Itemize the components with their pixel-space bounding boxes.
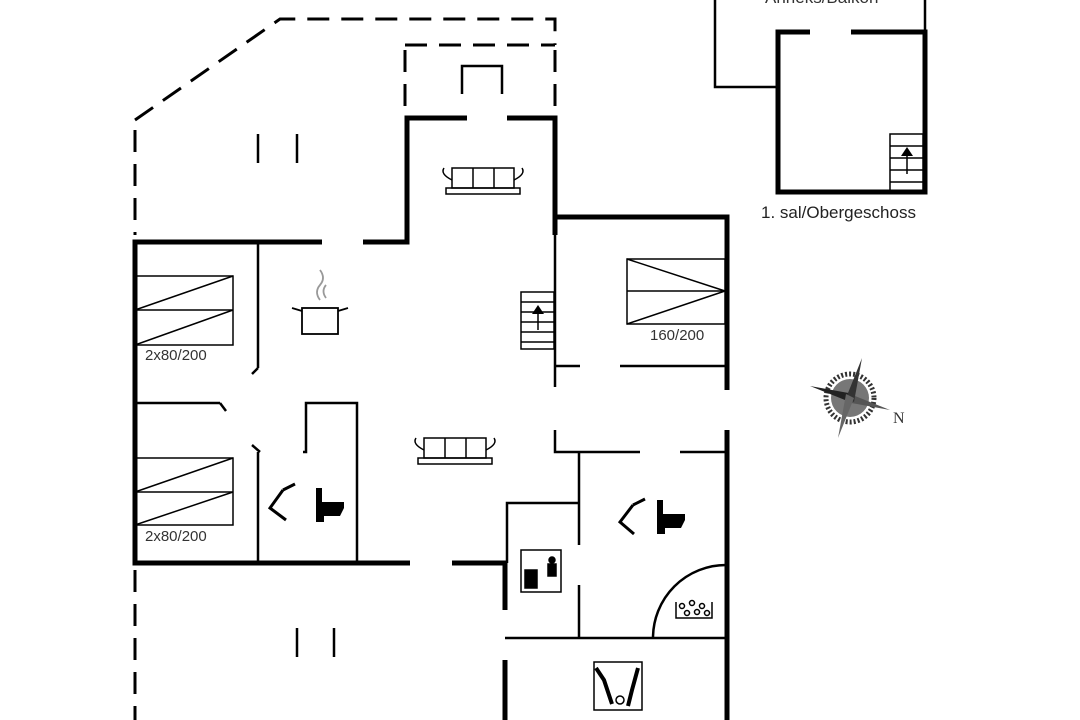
fireplace bbox=[460, 64, 504, 94]
shower-icon bbox=[617, 497, 646, 536]
clipped-floor-label: Anneks/Balkon bbox=[765, 0, 878, 8]
compass-rose-icon bbox=[810, 358, 890, 438]
whirlpool-icon bbox=[675, 599, 713, 619]
bed-double bbox=[626, 258, 726, 325]
bed-size-label: 2x80/200 bbox=[145, 528, 207, 545]
upper-floor-label: 1. sal/Obergeschoss bbox=[761, 203, 916, 222]
bed-size-label: 160/200 bbox=[650, 327, 705, 344]
bed-size-label: 2x80/200 bbox=[145, 347, 207, 364]
utility-icon bbox=[593, 661, 643, 711]
toilet-icon bbox=[657, 500, 685, 534]
main-stairs bbox=[520, 291, 555, 350]
compass-north-label: N bbox=[893, 410, 905, 427]
toilet-icon bbox=[316, 488, 344, 522]
upper-floor bbox=[713, 0, 928, 195]
upper-stairs bbox=[889, 133, 924, 192]
sauna-icon bbox=[520, 549, 562, 593]
sofa-icon bbox=[414, 437, 496, 465]
bed-single-2 bbox=[134, 457, 234, 526]
sofa-icon bbox=[442, 167, 524, 195]
terrace-outline bbox=[133, 17, 557, 720]
interior-walls bbox=[135, 217, 727, 640]
bed-single-1 bbox=[134, 275, 234, 346]
exterior-walls bbox=[132, 115, 730, 720]
shower-icon bbox=[267, 482, 296, 522]
cooking-pot-icon bbox=[291, 269, 349, 335]
